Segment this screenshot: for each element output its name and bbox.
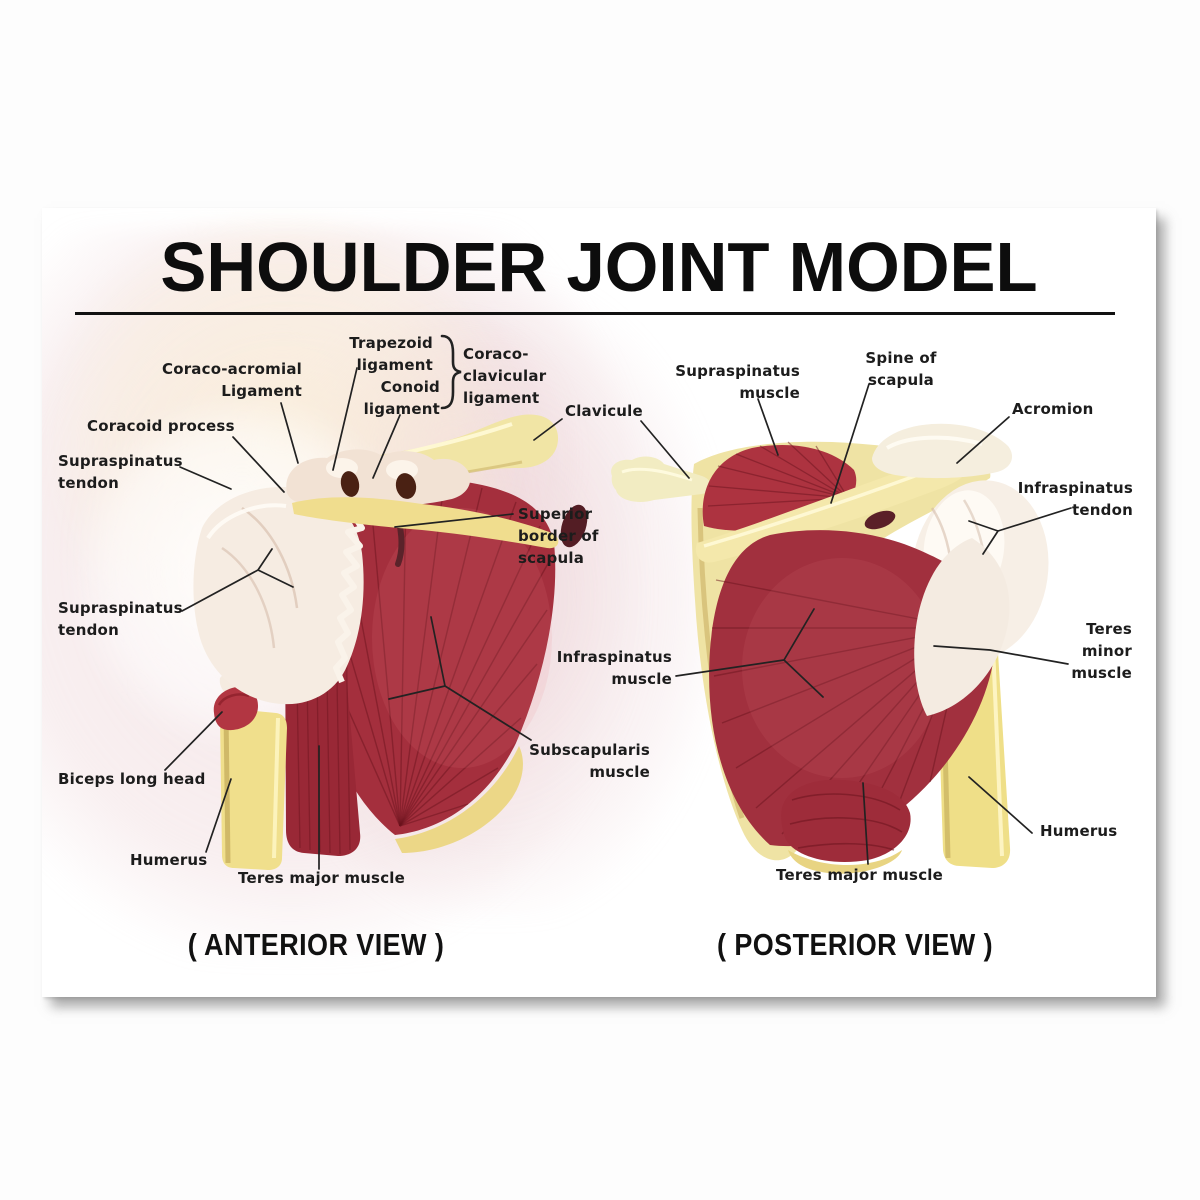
label-acromion: Acromion [1012, 400, 1094, 418]
anterior-view-caption: ( ANTERIOR VIEW ) [187, 927, 445, 962]
label-superior-border-of-scapula: Superior border of scapula [518, 505, 599, 567]
label-coraco-acromial-ligament: Coraco-acromial Ligament [161, 360, 302, 400]
anatomy-poster: SHOULDER JOINT MODEL [42, 208, 1156, 997]
label-humerus-posterior: Humerus [1040, 822, 1118, 840]
label-coraco-clavicular-ligament: Coraco- clavicular ligament [463, 345, 547, 407]
label-coracoid-process: Coracoid process [87, 417, 235, 435]
posterior-model-illustration [611, 423, 1049, 874]
label-biceps-long-head: Biceps long head [58, 770, 206, 788]
page-title: SHOULDER JOINT MODEL [160, 228, 1038, 306]
label-supraspinatus-tendon-lower: Supraspinatus tendon [58, 599, 183, 639]
label-humerus-anterior: Humerus [130, 851, 208, 869]
label-infraspinatus-muscle: Infraspinatus muscle [556, 648, 672, 688]
label-supraspinatus-muscle: Supraspinatus muscle [675, 362, 800, 402]
label-conoid-ligament: Conoid ligament [363, 378, 440, 418]
label-teres-major-posterior: Teres major muscle [776, 866, 943, 884]
label-supraspinatus-tendon-upper: Supraspinatus tendon [58, 452, 183, 492]
shoulder-models-illustration [164, 334, 1072, 874]
label-teres-major-anterior: Teres major muscle [238, 869, 405, 887]
brace-coraco-clavicular [440, 334, 462, 410]
label-infraspinatus-tendon: Infraspinatus tendon [1017, 479, 1133, 519]
leader-lines [164, 367, 1072, 870]
anterior-model-illustration [193, 414, 588, 870]
label-subscapularis-muscle: Subscapularis muscle [529, 741, 650, 781]
title-underline [75, 312, 1115, 315]
label-trapezoid-ligament: Trapezoid ligament [349, 334, 433, 374]
label-teres-minor-muscle: Teres minor muscle [1071, 620, 1132, 682]
label-spine-of-scapula: Spine of scapula [865, 349, 937, 389]
posterior-view-caption: ( POSTERIOR VIEW ) [716, 927, 994, 962]
label-clavicule: Clavicule [565, 402, 643, 420]
